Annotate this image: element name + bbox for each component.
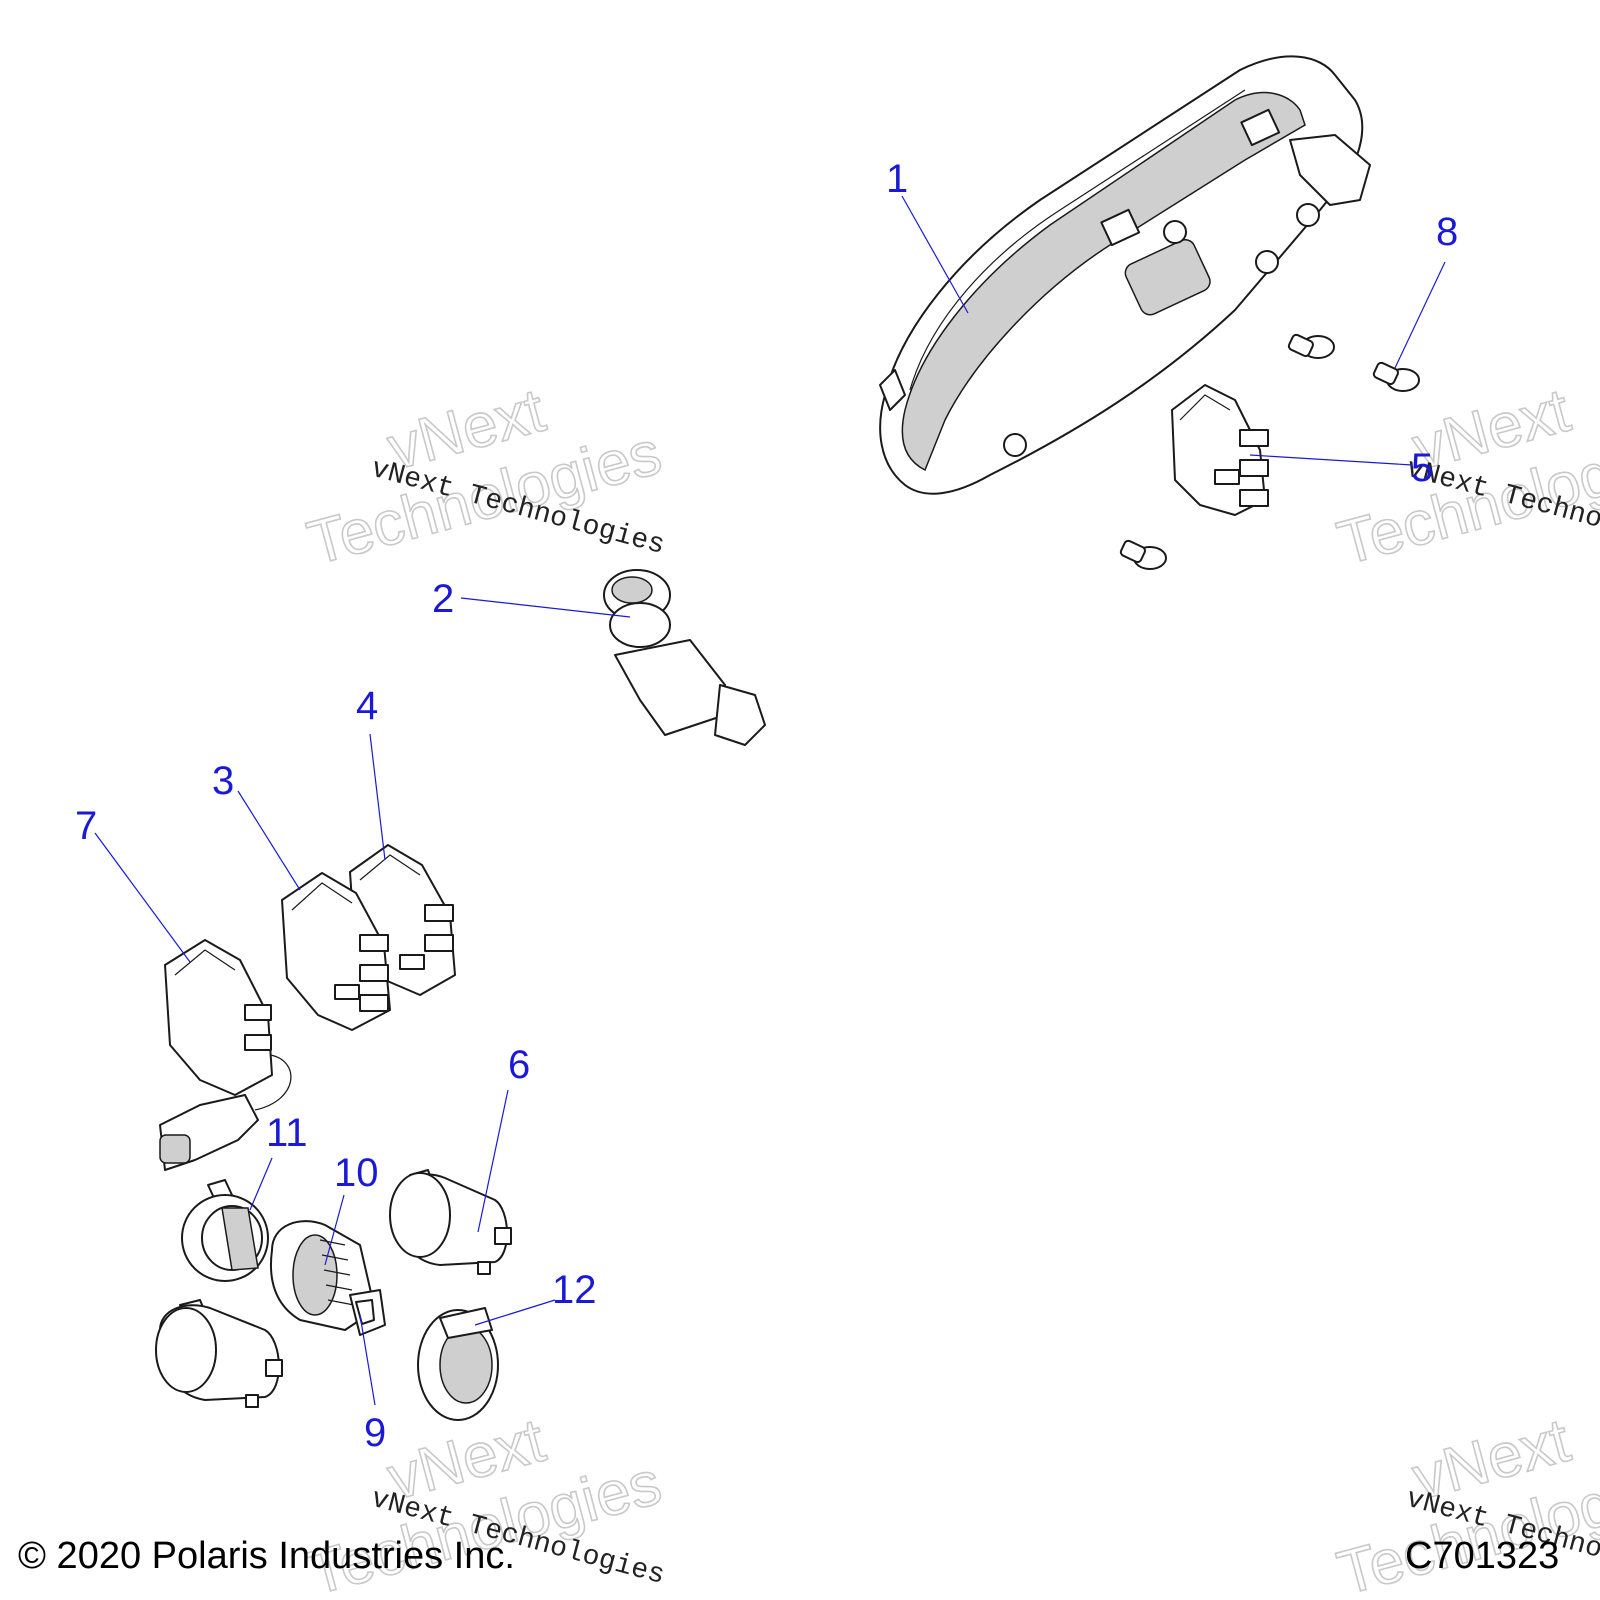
screw <box>1372 361 1420 392</box>
socket-assembly <box>269 1220 386 1336</box>
callout-1: 1 <box>886 157 908 201</box>
callout-12: 12 <box>552 1268 597 1312</box>
copyright-notice: © 2020 Polaris Industries Inc. <box>18 1535 515 1577</box>
callout-5: 5 <box>1411 446 1433 490</box>
callout-3: 3 <box>212 759 234 803</box>
rocker-switch-5 <box>1171 384 1269 516</box>
callout-7: 7 <box>75 804 97 848</box>
watermark-group-top-left: vNext Technologies vNext Technologies <box>300 375 669 579</box>
screw <box>1287 333 1335 359</box>
watermark-group-top-right: vNext Technologies vNext Technologies <box>1330 375 1600 579</box>
callout-10: 10 <box>334 1151 379 1195</box>
figure-id: C701323 <box>1405 1535 1560 1577</box>
callout-2: 2 <box>432 577 454 621</box>
power-outlet-6 <box>389 1169 512 1275</box>
callout-9: 9 <box>364 1411 386 1455</box>
screw <box>1119 539 1167 570</box>
instrument-cluster <box>879 55 1371 495</box>
callout-4: 4 <box>356 684 378 728</box>
callout-11: 11 <box>266 1111 308 1155</box>
rocker-switch-3 <box>281 872 391 1031</box>
callout-8: 8 <box>1436 210 1458 254</box>
bezel-ring <box>181 1179 269 1282</box>
callout-numbers: 1 2 3 4 5 6 7 8 9 10 11 12 <box>75 157 1458 1455</box>
power-outlet-lower <box>155 1299 283 1408</box>
screw-parts <box>1119 333 1420 570</box>
leader-lines <box>94 195 1446 1406</box>
callout-6: 6 <box>508 1043 530 1087</box>
rocker-switch-7 <box>159 939 292 1171</box>
retaining-nut <box>417 1307 499 1421</box>
ignition-switch <box>603 569 766 746</box>
